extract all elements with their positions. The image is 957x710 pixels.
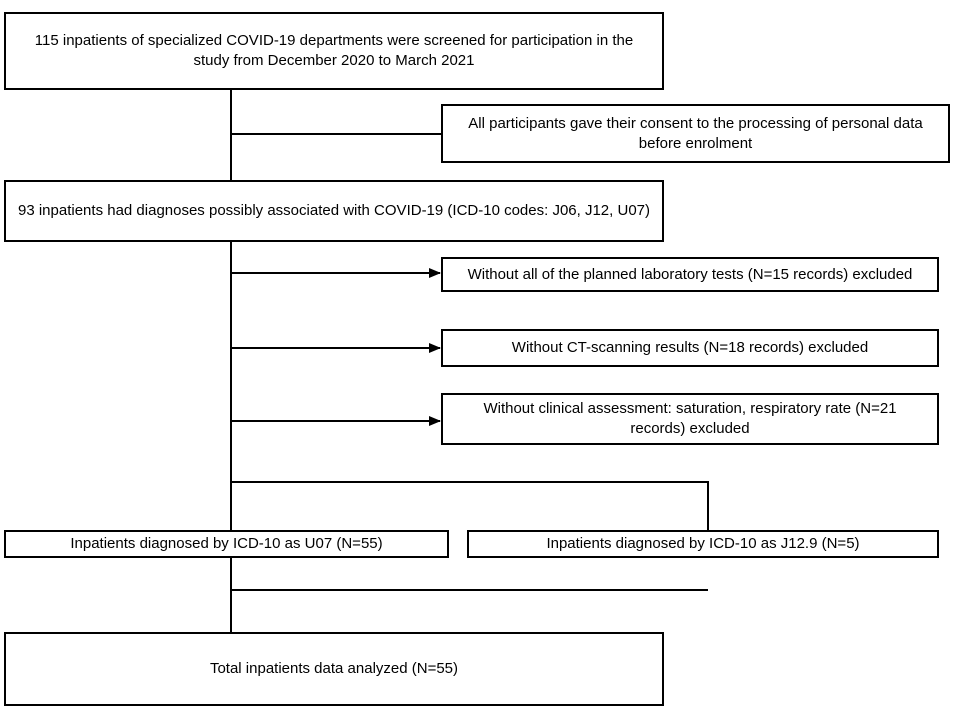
total-text: Total inpatients data analyzed (N=55) [209, 660, 459, 677]
u07-text: Inpatients diagnosed by ICD-10 as U07 (N… [70, 535, 383, 552]
exclusion-box-clinical: Without clinical assessment: saturation,… [441, 393, 939, 445]
u07-box: Inpatients diagnosed by ICD-10 as U07 (N… [4, 530, 449, 558]
exclusion-text-ct: Without CT-scanning results (N=18 record… [511, 339, 869, 356]
consent-text: All participants gave their consent to t… [468, 114, 923, 152]
total-box: Total inpatients data analyzed (N=55) [4, 632, 664, 706]
diagnoses-text: 93 inpatients had diagnoses possibly ass… [18, 202, 650, 219]
j129-box: Inpatients diagnosed by ICD-10 as J12.9 … [467, 530, 939, 558]
j129-text: Inpatients diagnosed by ICD-10 as J12.9 … [546, 535, 860, 552]
exclusion-box-lab: Without all of the planned laboratory te… [441, 257, 939, 292]
consent-box: All participants gave their consent to t… [441, 104, 950, 163]
split-branch [231, 481, 709, 530]
screened-box: 115 inpatients of specialized COVID-19 d… [4, 12, 664, 90]
exclusion-box-ct: Without CT-scanning results (N=18 record… [441, 329, 939, 367]
screened-text: 115 inpatients of specialized COVID-19 d… [34, 32, 634, 69]
diagnoses-box: 93 inpatients had diagnoses possibly ass… [4, 180, 664, 242]
exclusion-text-clinical: Without clinical assessment: saturation,… [483, 400, 897, 437]
exclusion-text-lab: Without all of the planned laboratory te… [467, 265, 913, 283]
